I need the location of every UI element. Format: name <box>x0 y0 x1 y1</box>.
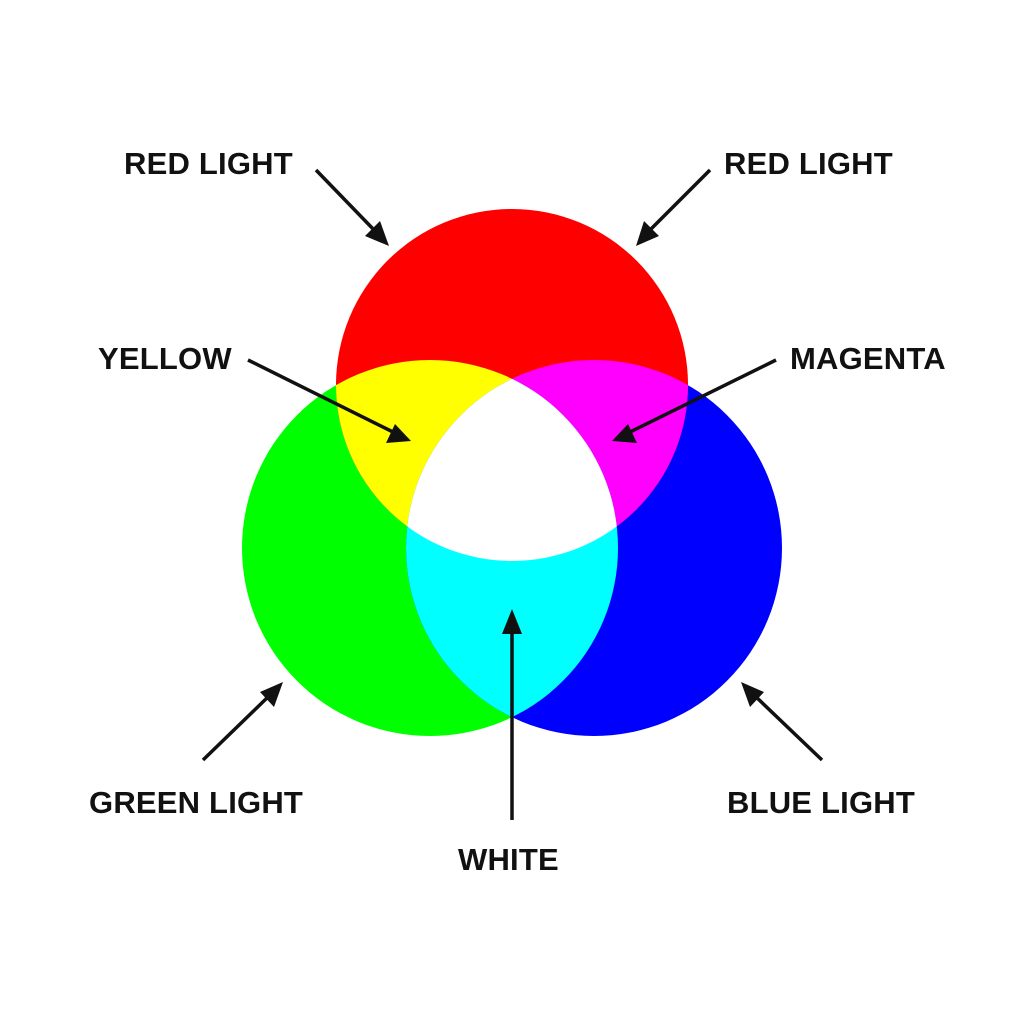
red-light-left-label: RED LIGHT <box>124 146 293 181</box>
arrows <box>201 168 824 820</box>
magenta-label: MAGENTA <box>790 341 946 376</box>
red-light-right-label: RED LIGHT <box>724 146 893 181</box>
arrow-icon <box>636 168 712 246</box>
green-light-label: GREEN LIGHT <box>89 785 303 820</box>
arrow-icon <box>612 358 777 443</box>
arrow-icon <box>247 358 411 443</box>
arrow-icon <box>502 609 522 820</box>
arrow-icon <box>314 168 389 246</box>
white-label: WHITE <box>458 842 559 877</box>
yellow-label: YELLOW <box>98 341 232 376</box>
arrow-icon <box>741 682 824 762</box>
labels: RED LIGHT RED LIGHT YELLOW MAGENTA GREEN… <box>89 146 946 877</box>
blue-light-label: BLUE LIGHT <box>727 785 915 820</box>
arrow-icon <box>201 682 283 762</box>
